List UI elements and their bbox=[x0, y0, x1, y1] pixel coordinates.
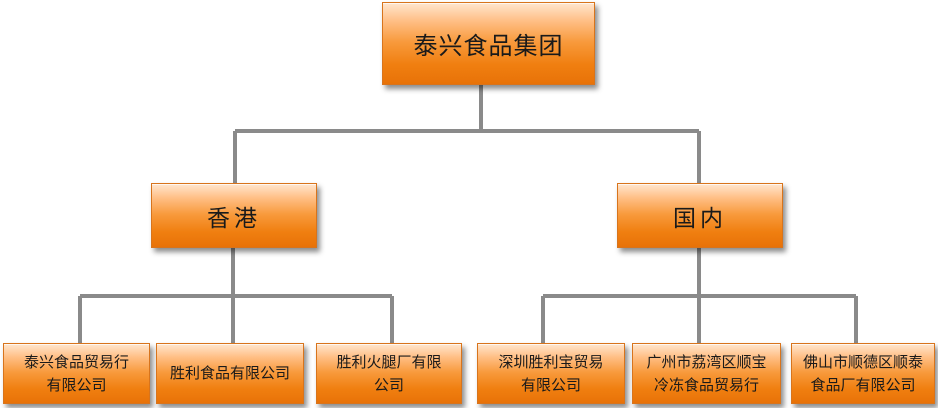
company-node: 胜利火腿厂有限 公司 bbox=[316, 343, 462, 404]
company-node: 深圳胜利宝贸易 有限公司 bbox=[477, 343, 625, 404]
company-name-line1: 胜利火腿厂有限 bbox=[336, 352, 442, 371]
company-node: 佛山市顺德区顺泰 食品厂有限公司 bbox=[791, 343, 935, 404]
root-node-label: 泰兴食品集团 bbox=[413, 32, 564, 60]
region-node-domestic: 国内 bbox=[617, 183, 783, 248]
company-name-line1: 胜利食品有限公司 bbox=[169, 364, 290, 382]
company-name-line2: 食品厂有限公司 bbox=[810, 375, 916, 394]
company-name-line2: 冷冻食品贸易行 bbox=[653, 375, 759, 394]
company-name-line2: 有限公司 bbox=[520, 375, 581, 394]
company-name-line2: 有限公司 bbox=[46, 375, 107, 394]
region-node-label: 国内 bbox=[673, 205, 727, 232]
company-name-line1: 广州市荔湾区顺宝 bbox=[646, 352, 767, 371]
company-name-line1: 佛山市顺德区顺泰 bbox=[802, 352, 923, 371]
root-node: 泰兴食品集团 bbox=[382, 2, 595, 85]
region-node-label: 香港 bbox=[207, 205, 261, 232]
company-name-line1: 泰兴食品贸易行 bbox=[23, 352, 129, 371]
company-node: 胜利食品有限公司 bbox=[156, 343, 304, 404]
company-node: 泰兴食品贸易行 有限公司 bbox=[3, 343, 150, 404]
company-name-line2: 公司 bbox=[373, 375, 404, 394]
company-name-line1: 深圳胜利宝贸易 bbox=[498, 352, 604, 371]
company-node: 广州市荔湾区顺宝 冷冻食品贸易行 bbox=[632, 343, 781, 404]
region-node-hong-kong: 香港 bbox=[151, 183, 317, 248]
